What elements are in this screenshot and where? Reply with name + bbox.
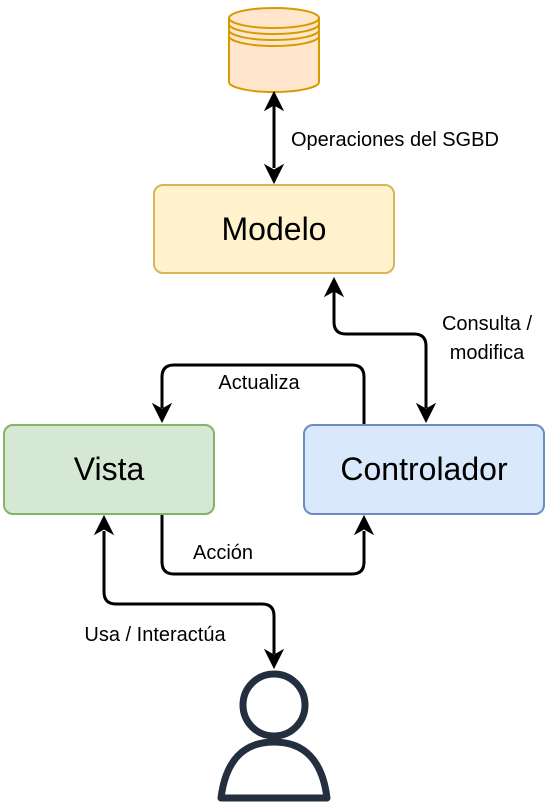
edge-user-view: Usa / Interactúa bbox=[84, 514, 285, 670]
user-icon bbox=[217, 670, 331, 802]
edge-controller-view: Actualiza bbox=[151, 363, 366, 424]
arrowhead-down bbox=[263, 163, 285, 185]
view-label: Vista bbox=[74, 451, 145, 487]
arrowhead-up bbox=[263, 90, 285, 112]
database-icon bbox=[228, 7, 320, 93]
controller-node: Controlador bbox=[303, 424, 545, 515]
edge-label-db-model: Operaciones del SGBD bbox=[291, 129, 499, 151]
edge-label-model-controller-line1: Consulta / bbox=[442, 313, 532, 335]
edge-label-user-view: Usa / Interactúa bbox=[84, 624, 226, 646]
edge-label-model-controller-line2: modifica bbox=[450, 342, 525, 364]
edge-model-controller: Consulta / modifica bbox=[323, 276, 532, 424]
model-label: Modelo bbox=[222, 211, 327, 247]
arrowhead-down bbox=[415, 402, 437, 424]
model-node: Modelo bbox=[153, 184, 395, 274]
view-node: Vista bbox=[3, 424, 215, 515]
arrowhead-up bbox=[353, 514, 375, 536]
edge-label-controller-view: Actualiza bbox=[218, 372, 300, 394]
arrowhead-down bbox=[263, 648, 285, 670]
arrowhead-up bbox=[323, 276, 345, 298]
edge-view-controller: Acción bbox=[160, 514, 375, 576]
edge-db-model: Operaciones del SGBD bbox=[263, 90, 499, 185]
arrowhead-down bbox=[151, 402, 173, 424]
edge-label-view-controller: Acción bbox=[193, 542, 253, 564]
controller-label: Controlador bbox=[340, 451, 508, 487]
arrowhead-up bbox=[93, 514, 115, 536]
